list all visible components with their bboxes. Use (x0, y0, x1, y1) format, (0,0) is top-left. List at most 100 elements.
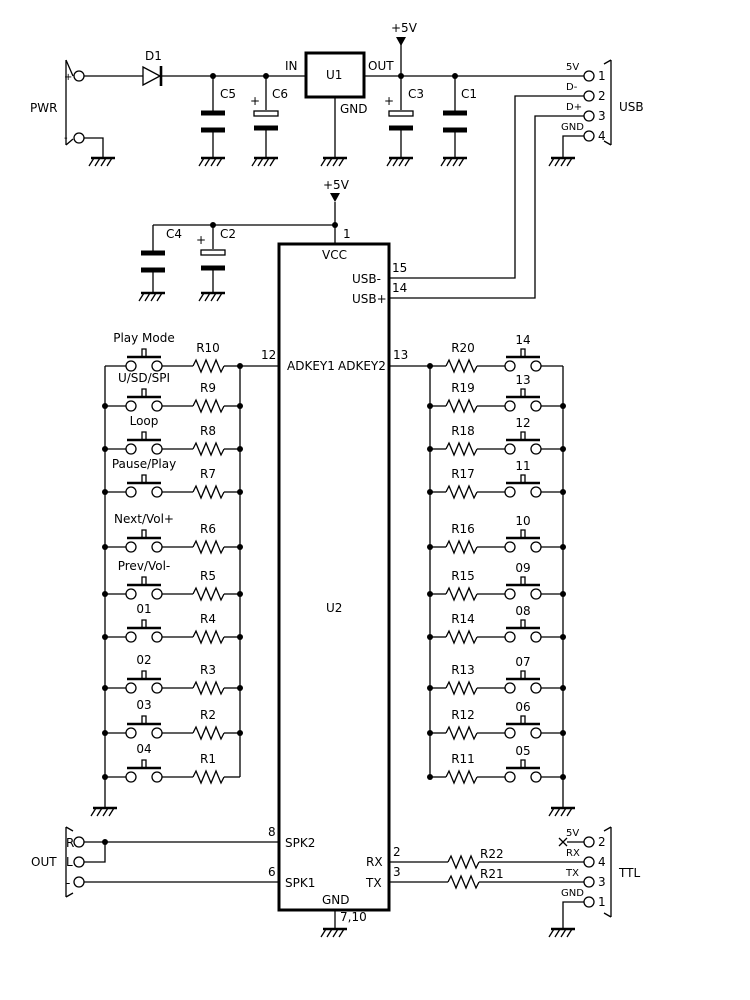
pushbutton-switch (125, 759, 163, 783)
u2-spk2-label: SPK2 (285, 836, 315, 850)
u2-adkey2-label: ADKEY2 (338, 359, 386, 373)
u2-pin12-number: 12 (261, 348, 276, 362)
switch-label: 06 (515, 700, 530, 714)
switch-label: 13 (515, 373, 530, 387)
c6-plus: + (250, 94, 260, 108)
ground-symbol-c4 (138, 291, 165, 302)
c1-label: C1 (461, 87, 477, 101)
resistor (445, 484, 478, 500)
capacitor-c5 (201, 110, 225, 133)
switch-label: U/SD/SPI (118, 371, 170, 385)
pushbutton-switch (504, 759, 542, 783)
switch-label: Play Mode (113, 331, 175, 345)
u2-usbplus-label: USB+ (352, 292, 387, 306)
left-key-row: U/SD/SPI R9 (102, 371, 243, 414)
switch-label: Loop (130, 414, 159, 428)
d1-label: D1 (145, 49, 162, 63)
switch-label: 09 (515, 561, 530, 575)
left-key-row: Prev/Vol-R5 (102, 559, 243, 602)
pushbutton-switch (504, 388, 542, 412)
resistor (445, 441, 478, 457)
resistor-label: R16 (451, 522, 475, 536)
usb-pin-2: 2 (598, 89, 606, 103)
right-key-ladder: 14R2013R1912R1811R1710R1609R1508R1407R13… (427, 333, 566, 785)
resistor (192, 539, 225, 555)
vcc-5v-top-label: +5V (391, 21, 418, 35)
u2-tx-label: TX (365, 876, 382, 890)
resistor (445, 629, 478, 645)
pushbutton-switch (504, 474, 542, 498)
resistor-label: R17 (451, 467, 475, 481)
u2-rx-label: RX (366, 855, 383, 869)
resistor-label: R18 (451, 424, 475, 438)
resistor-label: R4 (200, 612, 216, 626)
ground-symbol-pwr (88, 156, 115, 167)
usb-pin-4: 4 (598, 129, 606, 143)
pwr-connector-label: PWR (30, 101, 57, 115)
pwr-plus-label: + (64, 72, 72, 83)
pushbutton-switch (504, 529, 542, 553)
r21-label: R21 (480, 867, 504, 881)
ground-symbol-left-keys (90, 806, 117, 817)
pushbutton-switch (504, 715, 542, 739)
resistor (192, 680, 225, 696)
capacitor-c1 (443, 110, 467, 133)
ground-symbol-c2 (198, 291, 225, 302)
u2-vcc-label: VCC (322, 248, 347, 262)
regulator-u1 (304, 51, 366, 99)
ground-symbol-c3 (386, 156, 413, 167)
resistor-label: R2 (200, 708, 216, 722)
switch-label: 14 (515, 333, 530, 347)
resistor-label: R9 (200, 381, 216, 395)
out-r-label: R (66, 836, 74, 850)
ground-symbol-right-keys (548, 806, 575, 817)
u2-pin14-number: 14 (392, 281, 407, 295)
resistor-label: R5 (200, 569, 216, 583)
switch-label: 05 (515, 744, 530, 758)
pushbutton-switch (504, 670, 542, 694)
ttl-sig-tx: TX (565, 868, 579, 879)
u2-pin3-number: 3 (393, 865, 401, 879)
out-connector-bracket (65, 826, 74, 898)
left-key-row: Next/Vol+R6 (102, 512, 243, 555)
out-l-label: L (66, 855, 73, 869)
resistor (445, 539, 478, 555)
u2-gnd-pin-number: 7,10 (340, 910, 367, 924)
pushbutton-switch (125, 670, 163, 694)
ttl-sig-gnd: GND (561, 888, 584, 899)
capacitor-c6 (253, 110, 279, 117)
capacitor-c3 (388, 110, 414, 117)
ttl-connector-label: TTL (618, 866, 640, 880)
u2-label: U2 (326, 601, 342, 615)
switch-label: 10 (515, 514, 530, 528)
resistor (192, 769, 225, 785)
c4-label: C4 (166, 227, 182, 241)
usb-sig-5v: 5V (566, 62, 579, 73)
pushbutton-switch (125, 576, 163, 600)
ground-symbol-c6 (251, 156, 278, 167)
resistor-label: R1 (200, 752, 216, 766)
resistor (445, 769, 478, 785)
resistor-label: R13 (451, 663, 475, 677)
ground-symbol-ttl (548, 927, 575, 938)
resistor-label: R15 (451, 569, 475, 583)
resistor-label: R8 (200, 424, 216, 438)
pushbutton-switch (125, 715, 163, 739)
resistor-r21 (447, 874, 480, 890)
resistor-label: R20 (451, 341, 475, 355)
u1-gnd-label: GND (340, 102, 368, 116)
ttl-connector-bracket (603, 826, 612, 918)
switch-label: 11 (515, 459, 530, 473)
ground-symbol-u2 (320, 927, 347, 938)
ground-symbol-c5 (198, 156, 225, 167)
